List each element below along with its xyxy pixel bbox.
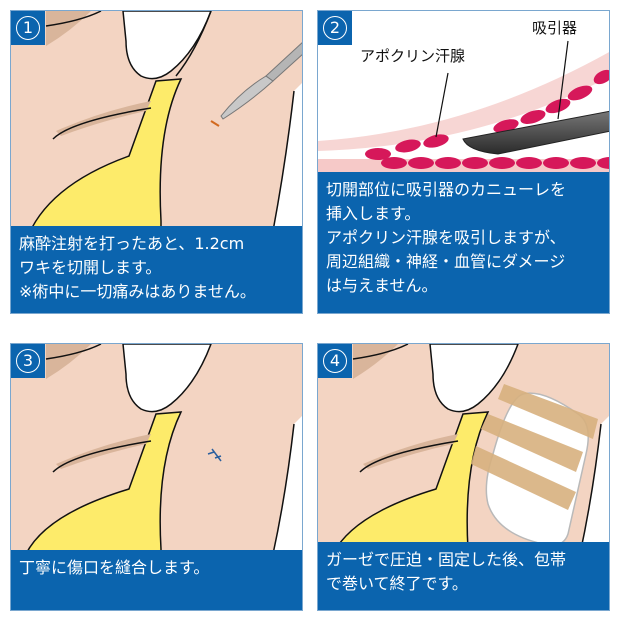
step-number: 3 [16, 349, 40, 373]
step-number-badge: 1 [11, 11, 45, 45]
step-1-caption: 麻酔注射を打ったあと、1.2cm ワキを切開します。 ※術中に一切痛みはありませ… [11, 226, 302, 313]
step-number-badge: 3 [11, 344, 45, 378]
caption-line: 周辺組織・神経・血管にダメージ [326, 252, 566, 271]
step-number: 1 [16, 16, 40, 40]
step-4-illustration [318, 344, 609, 554]
step-number: 2 [323, 16, 347, 40]
caption-line: ※術中に一切痛みはありません。 [19, 282, 256, 301]
caption-line: ガーゼで圧迫・固定した後、包帯 [326, 550, 567, 569]
step-number-badge: 2 [318, 11, 352, 45]
caption-line: アポクリン汗腺を吸引しますが、 [326, 228, 566, 247]
step-1-illustration [11, 11, 302, 241]
step-3-caption: 丁寧に傷口を縫合します。 [11, 550, 302, 610]
step-1-panel: 1 麻酔注射を打ったあと、1.2cm ワキを切開します。 ※術中に一切痛みはあり… [10, 10, 303, 314]
caption-line: 挿入します。 [326, 204, 421, 223]
step-3-panel: 3 丁寧に傷口を縫合します。 [10, 343, 303, 611]
step-number-badge: 4 [318, 344, 352, 378]
caption-line: 丁寧に傷口を縫合します。 [19, 558, 210, 577]
step-3-illustration [11, 344, 302, 554]
step-number: 4 [323, 349, 347, 373]
caption-line: 麻酔注射を打ったあと、1.2cm [19, 234, 245, 253]
tape-strips [471, 384, 598, 510]
step-2-panel: アポクリン汗腺 吸引器 2 切開部位に吸引器のカニューレを 挿入します。 アポク… [317, 10, 610, 314]
caption-line: ワキを切開します。 [19, 258, 162, 277]
apocrine-gland-cluster [365, 69, 609, 169]
label-suction-device: 吸引器 [532, 19, 578, 37]
caption-line: 切開部位に吸引器のカニューレを [326, 180, 567, 199]
suture-icon [207, 448, 222, 462]
label-apocrine-gland: アポクリン汗腺 [360, 47, 466, 65]
step-4-caption: ガーゼで圧迫・固定した後、包帯 で巻いて終了です。 [318, 542, 609, 610]
step-4-panel: 4 ガーゼで圧迫・固定した後、包帯 で巻いて終了です。 [317, 343, 610, 611]
caption-line: で巻いて終了です。 [326, 574, 468, 593]
cannula-icon [462, 110, 609, 155]
step-2-illustration [318, 11, 609, 176]
step-2-caption: 切開部位に吸引器のカニューレを 挿入します。 アポクリン汗腺を吸引しますが、 周… [318, 172, 609, 313]
caption-line: は与えません。 [326, 276, 438, 295]
